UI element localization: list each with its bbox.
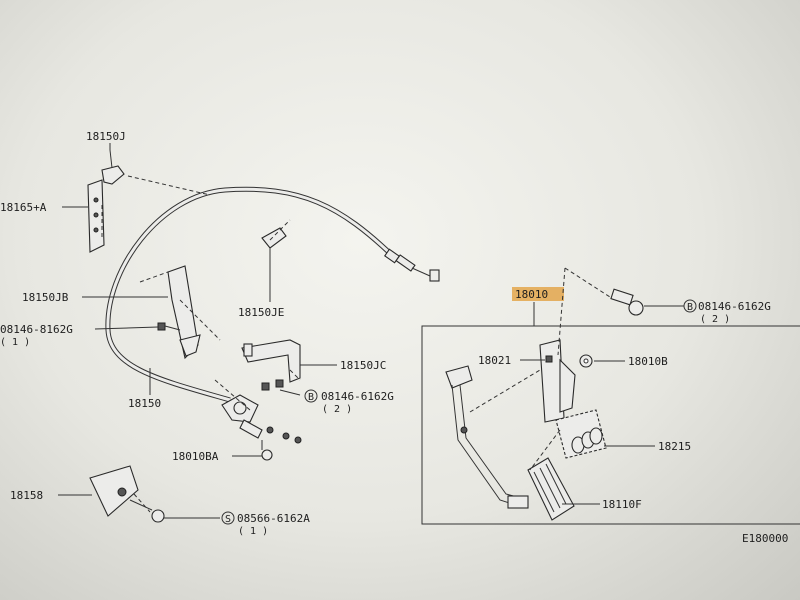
bracket-18150JB (167, 265, 201, 360)
bolts-08146-6162G-mid (261, 379, 284, 391)
label-08146-8162G: 08146-8162G (0, 323, 73, 336)
label-18110F: 18110F (602, 498, 642, 511)
bracket-18150JC (241, 339, 301, 383)
label-18150JE: 18150JE (238, 306, 284, 319)
label-18010: 18010 (515, 288, 548, 301)
pedal-pad-18110F (527, 457, 575, 521)
screw-prefix: S (225, 514, 231, 525)
label-18010B: 18010B (628, 355, 668, 368)
bolt-prefix-circle-mid: B (304, 389, 318, 403)
bracket-18021 (539, 339, 576, 423)
spring-18215 (555, 409, 607, 459)
pedal-assembly-frame (421, 325, 800, 525)
label-08566-6162A: 08566-6162A (237, 512, 310, 525)
label-08146-6162G-mid-qty: ( 2 ) (322, 404, 352, 415)
clip-18150JE (261, 227, 287, 300)
label-18150JC: 18150JC (340, 359, 386, 372)
nut-18010BA (261, 440, 273, 461)
label-18010-highlight (512, 287, 564, 301)
label-18158: 18158 (10, 489, 43, 502)
label-18150JB: 18150JB (22, 291, 69, 304)
cover-18158 (89, 465, 139, 517)
screw-prefix-circle: S (221, 511, 235, 525)
bolt-prefix-right: B (687, 302, 693, 313)
bolt-prefix-circle-right: B (683, 299, 697, 313)
label-18165A: 18165+A (0, 201, 47, 214)
label-18215: 18215 (658, 440, 691, 453)
bolt-08146-6162G-right (610, 288, 644, 316)
clip-18150J (101, 149, 125, 185)
label-08146-6162G-right-qty: ( 2 ) (700, 314, 730, 325)
label-08146-6162G-right: 08146-6162G (698, 300, 771, 313)
label-08566-6162A-qty: ( 1 ) (238, 526, 268, 537)
label-18150J: 18150J (86, 130, 126, 143)
label-08146-8162G-qty: ( 1 ) (0, 337, 30, 348)
label-18010BA: 18010BA (172, 450, 219, 463)
cable-end-fitting (384, 248, 440, 282)
screw-08566-6162A (129, 499, 165, 523)
label-08146-6162G-mid: 08146-6162G (321, 390, 394, 403)
label-18150: 18150 (128, 397, 161, 410)
figure-code: E180000 (742, 532, 788, 545)
bracket-18165A (87, 179, 105, 253)
bolt-prefix-mid: B (308, 392, 314, 403)
throttle-linkage (221, 394, 302, 444)
label-18021: 18021 (478, 354, 511, 367)
leader-lines (58, 143, 684, 519)
bolt-08146-8162G (157, 322, 181, 331)
washer-18010B (579, 354, 593, 368)
pedal-arm (445, 365, 529, 509)
